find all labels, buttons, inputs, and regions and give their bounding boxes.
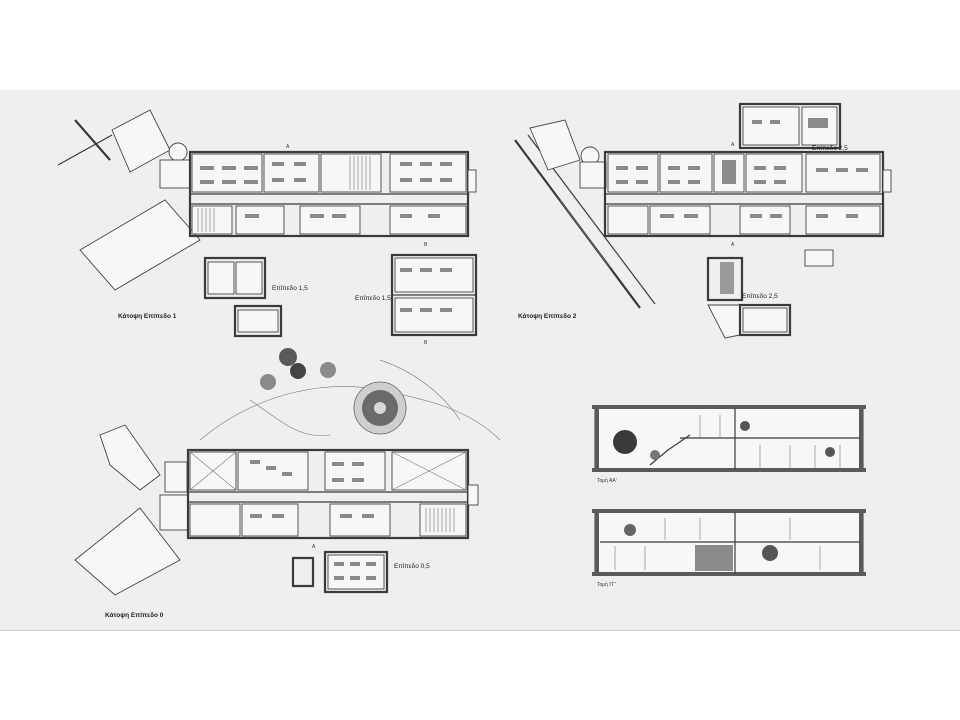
plan-level-2-mezz-top-label: Επίπεδο 2,5	[812, 144, 848, 152]
section-aa: Τομή ΑΑ'	[592, 405, 866, 484]
section-gg: Τομή ΓΓ'	[592, 509, 866, 588]
landscape	[199, 348, 501, 441]
plan-level-1-title: Κάτοψη Επίπεδο 1	[118, 313, 177, 320]
architectural-drawings: Επίπεδο 1,5 Επίπεδο 1,5 B B A Κάτοψη Επί…	[57, 102, 892, 619]
plan-level-1-mezz-b-label: Επίπεδο 1,5	[355, 294, 391, 302]
section-mark-a: A	[286, 144, 290, 150]
plan-level-1: Επίπεδο 1,5 Επίπεδο 1,5 B B A Κάτοψη Επί…	[57, 109, 478, 346]
section-mark-a-l2: A	[731, 142, 735, 148]
section-aa-title: Τομή ΑΑ'	[597, 477, 617, 484]
section-mark-b-top: B	[424, 242, 428, 248]
plan-level-1-mezz-a-label: Επίπεδο 1,5	[272, 284, 308, 292]
section-mark-a-l2-bottom: A	[731, 242, 735, 248]
section-mark-b-bottom: B	[424, 340, 428, 346]
section-gg-title: Τομή ΓΓ'	[597, 581, 616, 588]
plan-level-0-title: Κάτοψη Επίπεδο 0	[105, 612, 164, 619]
plan-level-2-title: Κάτοψη Επίπεδο 2	[518, 313, 577, 320]
plan-level-2: Επίπεδο 2,5 Επίπεδο 2,5 A A Κάτοψη Επίπε…	[514, 102, 892, 339]
plan-level-0: Επίπεδο 0,5 A Κάτοψη Επίπεδο 0	[74, 424, 479, 619]
drawing-sheet: Επίπεδο 1,5 Επίπεδο 1,5 B B A Κάτοψη Επί…	[0, 90, 960, 631]
plan-level-0-mezz-label: Επίπεδο 0,5	[394, 562, 430, 570]
plan-level-2-mezz-bottom-label: Επίπεδο 2,5	[742, 292, 778, 300]
section-mark-a-l0: A	[312, 544, 316, 550]
